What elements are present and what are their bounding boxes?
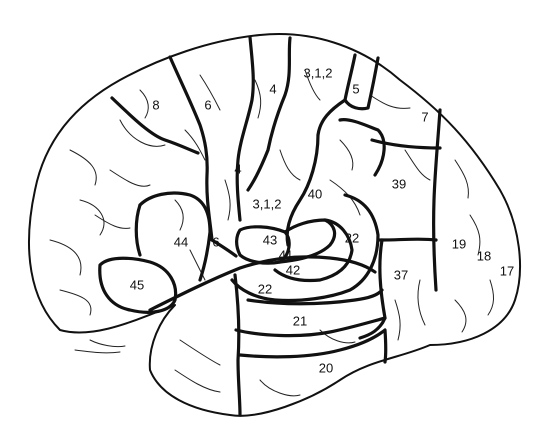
label-area-44: 44 (174, 234, 188, 249)
label-area-4-upper: 4 (269, 81, 276, 96)
area-boundaries (98, 35, 442, 417)
label-area-42: 42 (286, 262, 300, 277)
label-area-37: 37 (394, 267, 408, 282)
label-area-22-lower: 22 (258, 281, 272, 296)
label-area-3-1-2-upper: 3,1,2 (304, 65, 333, 80)
label-area-21: 21 (293, 313, 307, 328)
sulci-detail (49, 69, 494, 397)
label-area-6-upper: 6 (204, 97, 211, 112)
area-labels: 8 6 4 3,1,2 5 7 4 3,1,2 40 39 44 6 43 41… (130, 65, 514, 375)
label-area-45: 45 (130, 277, 144, 292)
label-area-3-1-2-lower: 3,1,2 (253, 196, 282, 211)
brain-outline (27, 33, 521, 417)
label-area-43: 43 (263, 232, 277, 247)
label-area-17: 17 (500, 263, 514, 278)
label-area-6-lower: 6 (212, 234, 219, 249)
label-area-39: 39 (392, 176, 406, 191)
label-area-19: 19 (452, 236, 466, 251)
label-area-20: 20 (319, 360, 333, 375)
label-area-7: 7 (421, 109, 428, 124)
label-area-41: 41 (279, 247, 293, 262)
label-area-5: 5 (352, 81, 359, 96)
label-area-40: 40 (308, 186, 322, 201)
label-area-4-lower: 4 (234, 161, 241, 176)
label-area-8: 8 (152, 97, 159, 112)
label-area-22-upper: 22 (345, 230, 359, 245)
label-area-18: 18 (477, 248, 491, 263)
